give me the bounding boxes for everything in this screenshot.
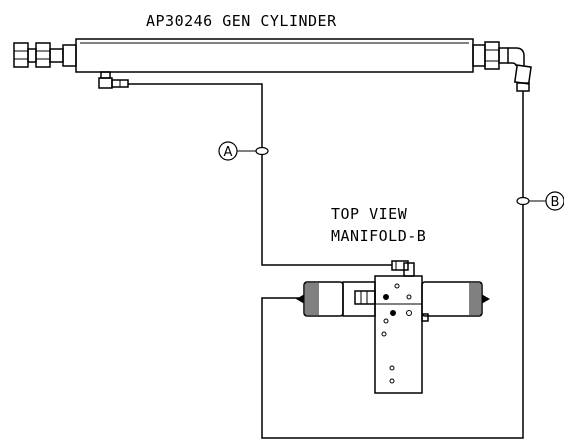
manifold-left-fitting [354, 290, 376, 305]
callout-b-label: B [551, 195, 560, 210]
gen-cylinder [75, 38, 474, 73]
right-actuator [421, 281, 491, 317]
callout-a-label: A [224, 145, 233, 160]
callout-a: A [218, 141, 269, 161]
callout-b: B [516, 191, 564, 211]
right-end-fitting [472, 41, 532, 92]
line-b [261, 91, 524, 439]
left-end-fitting [13, 42, 77, 68]
cylinder-title: AP30246 GEN CYLINDER [146, 12, 337, 30]
manifold-top-fitting [391, 260, 415, 277]
line-a [128, 83, 392, 266]
cylinder-bottom-fitting [98, 71, 129, 89]
manifold-block [374, 275, 429, 394]
left-actuator [295, 281, 376, 317]
manifold-label-line2: MANIFOLD-B [331, 227, 426, 245]
manifold-label-line1: TOP VIEW [331, 205, 408, 223]
